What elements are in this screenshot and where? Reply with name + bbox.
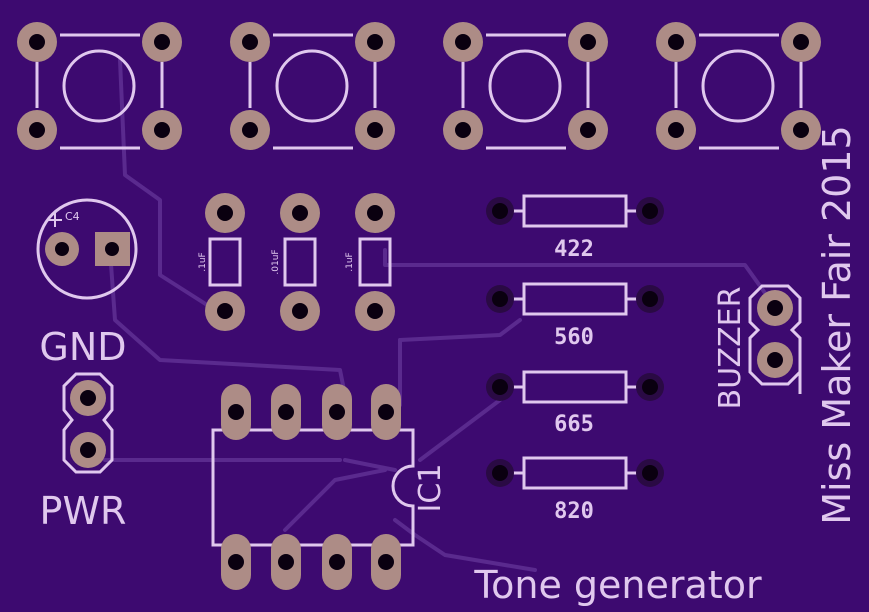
- buzzer-header: BUZZER: [713, 284, 802, 410]
- ceramic-capacitor-3: .1uF: [345, 193, 395, 331]
- buzzer-label: BUZZER: [713, 287, 748, 410]
- resistor-value: 560: [554, 325, 594, 350]
- resistor-value: 665: [554, 412, 594, 437]
- board-title: Tone generator: [473, 563, 762, 607]
- capacitor-3-value: .1uF: [345, 252, 355, 271]
- ic1-chip: IC1: [211, 384, 448, 590]
- board-credit: Miss Maker Fair 2015: [815, 125, 859, 524]
- push-button-3: [443, 22, 608, 150]
- c4-label: C4: [65, 210, 80, 223]
- resistor-value: 820: [554, 499, 594, 524]
- ic1-label: IC1: [413, 464, 448, 513]
- capacitor-2-value: .01uF: [271, 249, 281, 274]
- pwr-label: PWR: [40, 489, 127, 533]
- resistor-422: 422: [486, 194, 664, 262]
- resistor-820: 820: [486, 456, 664, 524]
- resistor-560: 560: [486, 282, 664, 350]
- capacitor-1-value: .1uF: [198, 252, 208, 271]
- gnd-label: GND: [39, 325, 126, 369]
- push-button-1: [17, 22, 182, 150]
- traces: [103, 58, 772, 572]
- push-button-4: [656, 22, 821, 150]
- resistor-value: 422: [554, 237, 594, 262]
- electrolytic-capacitor-c4: C4: [36, 198, 138, 300]
- push-button-2: [230, 22, 395, 150]
- power-header: GND PWR: [39, 325, 126, 533]
- ceramic-capacitor-1: .1uF: [198, 193, 245, 331]
- resistor-665: 665: [486, 370, 664, 437]
- ceramic-capacitor-2: .01uF: [271, 193, 320, 331]
